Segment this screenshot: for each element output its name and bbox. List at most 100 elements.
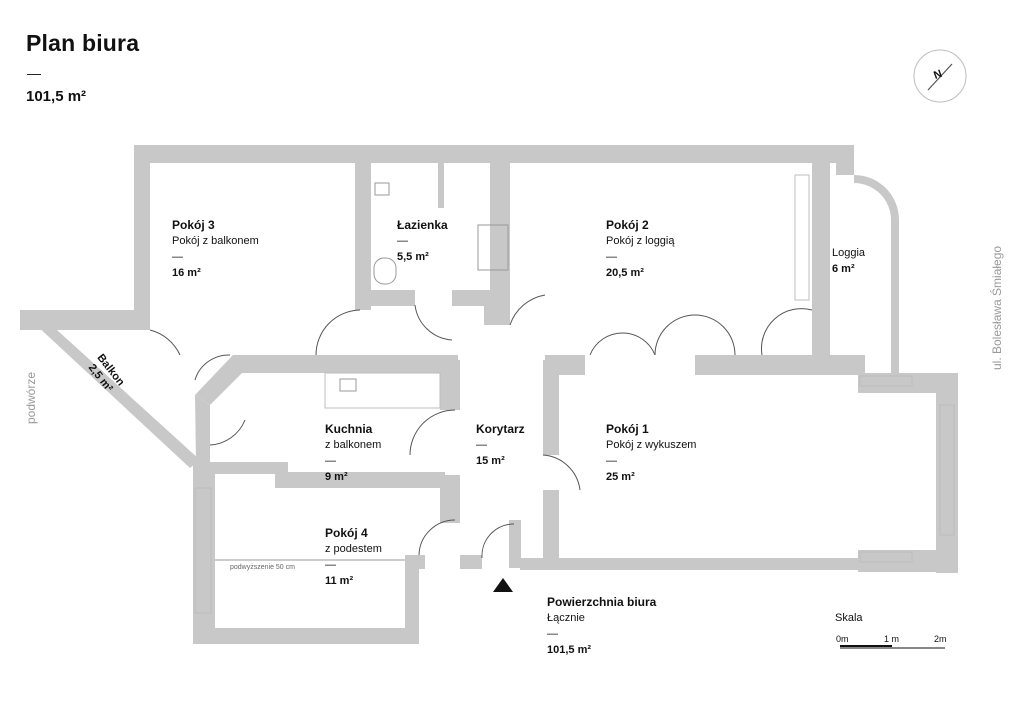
room-area: 20,5 m² — [606, 267, 644, 279]
door-room4 — [418, 519, 456, 556]
street-label: ul. Bolesława Śmiałego — [990, 245, 1004, 370]
wall-balcony-diagonal — [20, 310, 200, 468]
room-name: Pokój 3 — [172, 218, 215, 232]
walls — [20, 145, 958, 644]
toilet-icon — [373, 257, 397, 285]
scale-tick-1: 1 m — [884, 634, 900, 644]
wall-bath-shower — [438, 163, 444, 208]
door-room2-mid-a — [589, 332, 656, 356]
wall-room4-left — [193, 472, 215, 644]
compass-icon — [913, 49, 967, 103]
wall-room3-bath — [355, 145, 371, 310]
room-pokoj-2: Pokój 2 Pokój z loggią — 20,5 m² — [606, 217, 675, 281]
wall-bay-bottom — [858, 550, 958, 572]
summary-subtitle: Łącznie — [547, 612, 585, 624]
yard-label: podwórze — [24, 371, 38, 424]
door-balcony — [209, 419, 246, 446]
room-dash: — — [325, 455, 336, 467]
bath-sink-icon — [374, 182, 390, 196]
door-balcony-a — [149, 329, 181, 356]
wall-room4-bottom — [193, 628, 415, 644]
wall-room4-step — [405, 555, 425, 569]
room-pokoj-1: Pokój 1 Pokój z wykuszem — 25 m² — [606, 421, 696, 485]
wall-room3-bottom — [233, 355, 458, 373]
wall-left-room3 — [134, 145, 150, 330]
wall-loggia-curve — [854, 175, 899, 375]
wall-room1-left-bottom — [543, 490, 559, 562]
raised-floor-note: podwyższenie 50 cm — [230, 564, 295, 571]
scale-tick-0: 0m — [836, 634, 849, 644]
room-name: Łazienka — [397, 218, 448, 232]
window-room2 — [794, 174, 810, 301]
wall-room2-bottom-right — [695, 355, 865, 375]
window-bay — [939, 404, 955, 536]
room-area: 6 m² — [832, 263, 855, 275]
room-name: Pokój 4 — [325, 526, 368, 540]
kitchen-sink-icon — [339, 378, 357, 392]
room-dash: — — [606, 455, 617, 467]
room-lazienka: Łazienka — 5,5 m² — [397, 217, 448, 265]
room-pokoj-4: Pokój 4 z podestem — 11 m² — [325, 525, 382, 589]
summary-block: Powierzchnia biura Łącznie — 101,5 m² — [547, 594, 656, 658]
room-name: Korytarz — [476, 422, 525, 436]
wall-room4-right — [405, 555, 419, 644]
room-subtitle: Pokój z loggią — [606, 235, 675, 247]
door-bath — [414, 304, 453, 341]
room-area: 5,5 m² — [397, 251, 429, 263]
door-loggia — [761, 308, 813, 356]
wall-bath-bottom-left — [355, 290, 415, 306]
door-swings — [149, 294, 813, 559]
room-area: 9 m² — [325, 471, 348, 483]
scale-tick-2: 2m — [934, 634, 947, 644]
page-title: Plan biura — [26, 30, 140, 56]
wall-top-right — [836, 145, 854, 175]
window-room4 — [194, 487, 212, 614]
wall-corridor-top — [484, 305, 510, 325]
room-name: Loggia — [832, 247, 866, 259]
room-area: 15 m² — [476, 455, 505, 467]
room-subtitle: Pokój z balkonem — [172, 235, 259, 247]
wall-room4-step-2 — [460, 555, 482, 569]
wall-room2-right — [812, 163, 830, 355]
windows — [194, 174, 955, 614]
summary-dash: — — [547, 628, 558, 640]
wall-room3-corner — [195, 355, 260, 405]
door-room2-left — [509, 294, 546, 326]
wall-entrance-right — [509, 520, 521, 568]
kitchen-counter — [324, 372, 441, 409]
wall-kitchen-bottom-left — [193, 462, 288, 474]
room-kuchnia: Kuchnia z balkonem — 9 m² — [325, 421, 381, 485]
door-room1 — [542, 454, 581, 491]
window-bay-top — [859, 375, 913, 387]
room-area: 11 m² — [325, 575, 354, 587]
wall-kitchen-left — [195, 395, 210, 462]
room-subtitle: z balkonem — [325, 439, 382, 451]
door-room3 — [315, 309, 361, 356]
door-balcony-b — [194, 354, 231, 381]
room-name: Kuchnia — [325, 422, 373, 436]
room-dash: — — [476, 439, 487, 451]
scale-bar — [840, 645, 945, 649]
room-subtitle: Pokój z wykuszem — [606, 439, 697, 451]
window-bay-bottom — [859, 551, 913, 563]
wall-left-ledge — [20, 310, 150, 330]
door-kitchen — [409, 409, 456, 456]
washbasin-icon — [477, 224, 509, 271]
room-pokoj-3: Pokój 3 Pokój z balkonem — 16 m² — [172, 217, 259, 281]
wall-room1-left-top — [543, 360, 559, 455]
room-area: 16 m² — [172, 267, 201, 279]
summary-area: 101,5 m² — [547, 644, 592, 656]
room-dash: — — [325, 559, 336, 571]
room-name: Pokój 2 — [606, 218, 649, 232]
room-area: 25 m² — [606, 471, 635, 483]
wall-bay-right — [936, 373, 958, 573]
room-subtitle: z podestem — [325, 543, 382, 555]
wall-bay-top — [858, 373, 958, 393]
wall-room1-bottom — [520, 558, 865, 570]
room-dash: — — [606, 251, 617, 263]
wall-bath-bottom-right — [452, 290, 510, 306]
wall-kitchen-bottom — [275, 472, 445, 488]
entrance-triangle-icon — [493, 578, 513, 592]
total-area: 101,5 m² — [26, 88, 87, 105]
